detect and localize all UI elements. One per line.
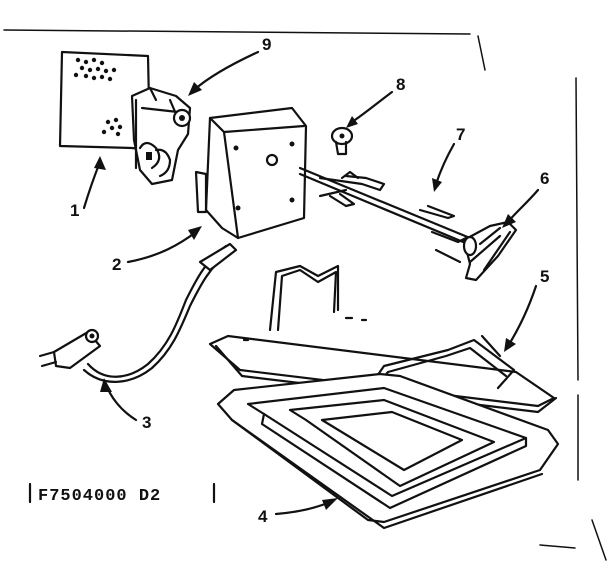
part-label-3: 3 — [142, 413, 151, 432]
mounting-plate — [58, 50, 152, 152]
drip-pan — [216, 372, 560, 530]
motor-unit — [194, 106, 308, 240]
part-label-1: 1 — [70, 201, 79, 220]
part-label-5: 5 — [540, 267, 549, 286]
power-cord — [38, 242, 238, 383]
part-label-2: 2 — [112, 255, 121, 274]
part-label-6: 6 — [540, 169, 549, 188]
part-label-7: 7 — [456, 125, 465, 144]
part-label-9: 9 — [262, 35, 271, 54]
border-marks — [3, 29, 607, 561]
part-label-4: 4 — [258, 507, 268, 526]
spit-rod — [298, 166, 472, 264]
leader-lines — [82, 50, 540, 516]
part-labels: 1 2 3 4 5 6 7 8 9 — [70, 35, 549, 526]
thumb-screw — [330, 126, 354, 156]
part-label-8: 8 — [396, 75, 405, 94]
spit-handle — [462, 220, 518, 282]
catalog-code: F7504000 D2 — [28, 482, 216, 506]
catalog-code-text: F7504000 D2 — [38, 487, 161, 506]
motor-bracket — [130, 86, 192, 186]
